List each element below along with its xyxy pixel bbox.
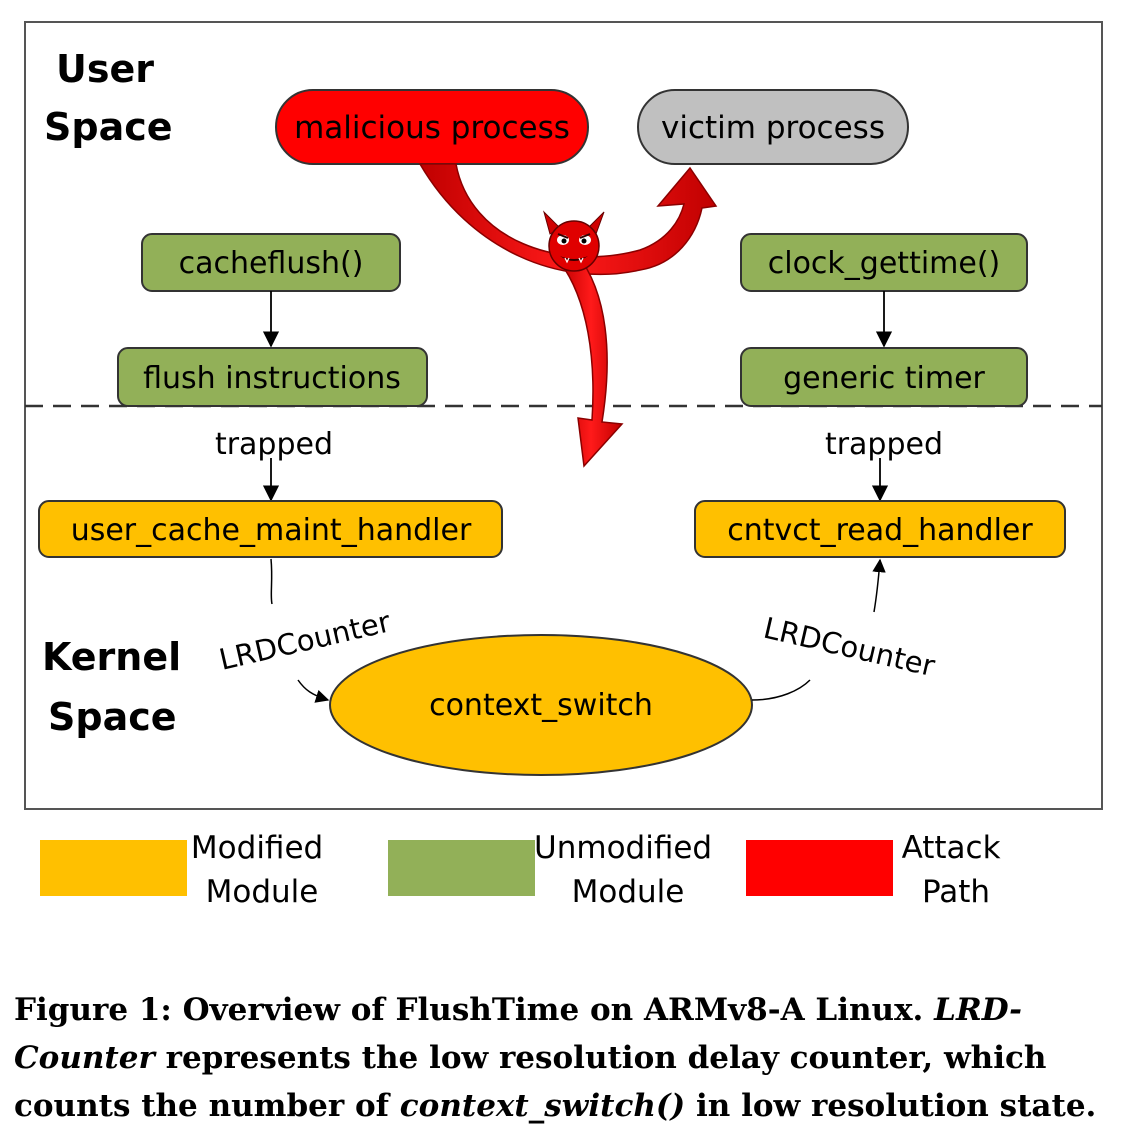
attack-path-to-victim [418,163,718,276]
lrd-edge-right [751,679,811,701]
kernel-space-label: Kernel Space [42,635,194,739]
user-cache-maint-handler-label: user_cache_maint_handler [71,513,472,548]
caption-part5: in low resolution state. [685,1088,1097,1124]
legend-unmodified-label: Unmodified Module [534,830,722,910]
user-space-label: User Space [44,47,173,149]
attack-path-to-kernel [559,246,624,468]
cntvct-read-handler-label: cntvct_read_handler [727,513,1033,548]
lrd-counter-right-label: LRDCounter [760,611,938,683]
cntvct-read-handler-node [694,500,1066,558]
generic-timer-label: generic timer [783,361,985,396]
victim-process-label: victim process [661,110,885,146]
trapped-right-label: trapped [825,427,943,462]
legend-modified-label: Modified Module [191,830,333,910]
trapped-left-label: trapped [215,427,333,462]
legend-attack-swatch [746,840,893,896]
flushtime-diagram: User Space Kernel Space malicious proces… [24,21,1103,910]
figure-caption: Figure 1: Overview of FlushTime on ARMv8… [14,986,1109,1130]
lrd-edge-left-arrow [297,679,330,703]
caption-part1: Figure 1: Overview of FlushTime on ARMv8… [14,992,935,1028]
diagram-frame [24,21,1103,810]
lrd-edge-left [270,558,273,605]
victim-process-node [637,89,909,165]
caption-lrdcounter: LRD-Counter [14,992,1023,1076]
devil-face-icon [543,210,605,272]
caption-part3: represents the low resolution delay coun… [14,1040,1047,1124]
context-switch-label: context_switch [429,688,653,723]
generic-timer-node [740,347,1028,407]
malicious-process-label: malicious process [294,110,570,146]
lrd-edge-right-arrow [872,558,886,613]
legend-unmodified-swatch [388,840,535,896]
flush-instructions-node [117,347,428,407]
cacheflush-label: cacheflush() [179,246,364,281]
legend-attack-label: Attack Path [902,830,1011,910]
context-switch-node [329,634,753,776]
legend-modified-swatch [40,840,187,896]
flush-instructions-label: flush instructions [143,361,401,396]
clock-gettime-label: clock_gettime() [768,246,1001,281]
user-cache-maint-handler-node [38,500,503,558]
caption-context-switch: context_switch() [399,1088,686,1124]
